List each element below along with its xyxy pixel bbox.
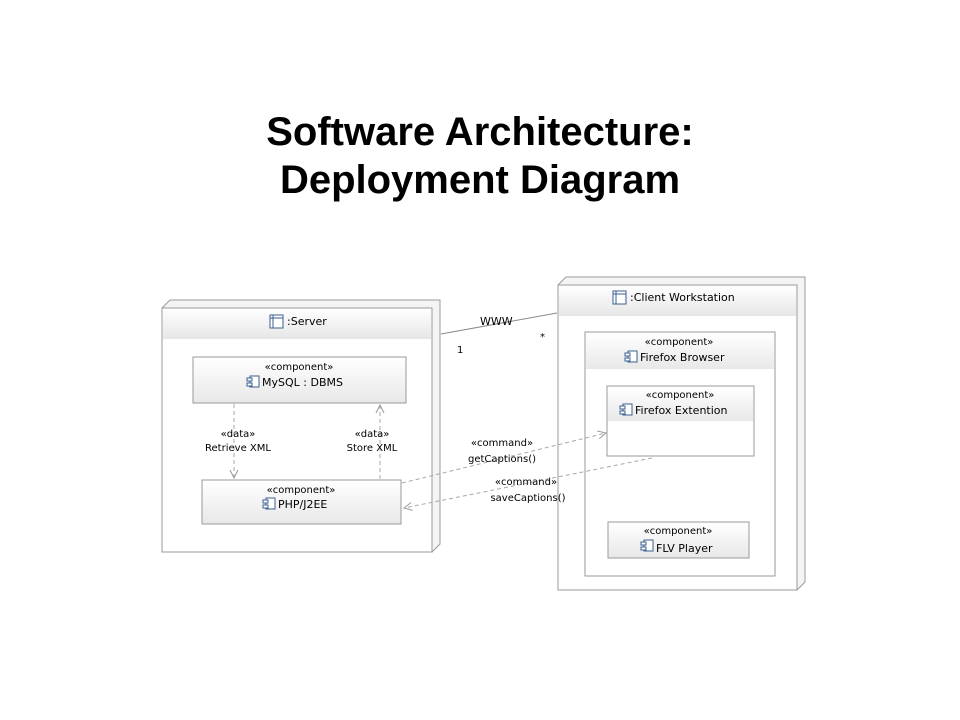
save-captions-flow[interactable]: «command» saveCaptions() bbox=[404, 457, 653, 508]
node-icon bbox=[269, 314, 284, 329]
save-stereotype: «command» bbox=[495, 477, 557, 488]
retrieve-label: Retrieve XML bbox=[205, 443, 271, 454]
player-stereotype: «component» bbox=[644, 526, 713, 537]
retrieve-stereotype: «data» bbox=[221, 429, 256, 440]
save-label: saveCaptions() bbox=[490, 493, 565, 504]
multiplicity-client: * bbox=[540, 332, 545, 343]
multiplicity-server: 1 bbox=[457, 345, 463, 356]
browser-stereotype: «component» bbox=[645, 337, 714, 348]
component-icon bbox=[246, 375, 260, 388]
php-label: PHP/J2EE bbox=[278, 498, 327, 511]
node-icon bbox=[612, 290, 627, 305]
get-stereotype: «command» bbox=[471, 438, 533, 449]
store-xml-flow[interactable]: «data» Store XML bbox=[347, 405, 398, 479]
browser-label: Firefox Browser bbox=[640, 351, 725, 364]
extension-label: Firefox Extention bbox=[635, 404, 728, 417]
extension-stereotype: «component» bbox=[646, 390, 715, 401]
client-node-label: :Client Workstation bbox=[630, 291, 735, 304]
slide-title: Software Architecture: Deployment Diagra… bbox=[0, 108, 960, 204]
flv-player-component[interactable]: «component» FLV Player bbox=[607, 521, 750, 559]
store-stereotype: «data» bbox=[355, 429, 390, 440]
php-component[interactable]: «component» PHP/J2EE bbox=[201, 479, 402, 525]
component-icon bbox=[640, 539, 654, 552]
component-icon bbox=[619, 403, 633, 416]
get-captions-flow[interactable]: «command» getCaptions() bbox=[401, 433, 606, 484]
www-label: WWW bbox=[480, 315, 513, 328]
mysql-label: MySQL : DBMS bbox=[262, 376, 343, 389]
component-icon bbox=[624, 350, 638, 363]
slide-title-line2: Deployment Diagram bbox=[279, 158, 681, 202]
php-stereotype: «component» bbox=[267, 485, 336, 496]
component-icon bbox=[262, 497, 276, 510]
store-label: Store XML bbox=[347, 443, 398, 454]
mysql-stereotype: «component» bbox=[265, 362, 334, 373]
player-label: FLV Player bbox=[656, 542, 713, 555]
server-node-label: :Server bbox=[287, 315, 327, 328]
firefox-extension-component[interactable]: «component» Firefox Extention bbox=[606, 385, 755, 457]
mysql-component[interactable]: «component» MySQL : DBMS bbox=[192, 356, 407, 404]
get-label: getCaptions() bbox=[468, 454, 536, 465]
retrieve-xml-flow[interactable]: «data» Retrieve XML bbox=[205, 404, 271, 478]
www-link[interactable]: WWW 1 * bbox=[440, 312, 558, 356]
slide-title-line1: Software Architecture: bbox=[266, 110, 694, 154]
